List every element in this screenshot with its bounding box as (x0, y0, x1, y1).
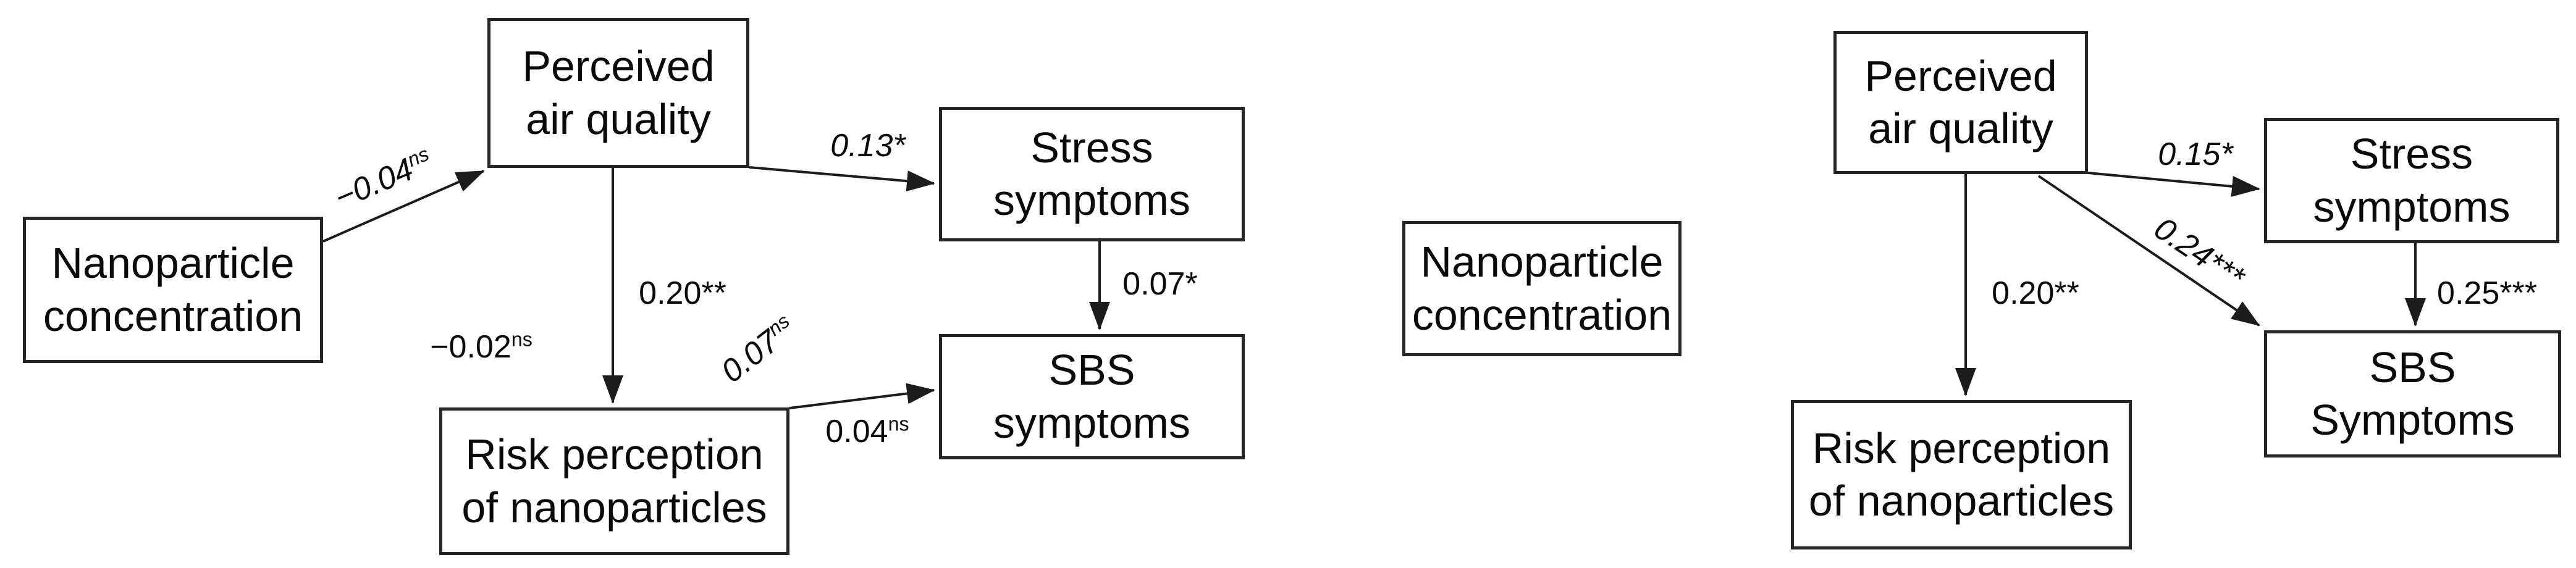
coef-value: 0.04 (825, 414, 888, 449)
edge-paq-to-stress-left (749, 166, 935, 192)
node-stress-symptoms-left: Stress symptoms (939, 107, 1245, 241)
node-perceived-air-quality-left: Perceived air quality (487, 18, 749, 168)
node-label-line: Stress (2350, 130, 2473, 178)
edge-nano-to-paq-left (322, 170, 485, 243)
coef-label-paq-stress-left: 0.13* (830, 127, 905, 164)
coef-label-nano-sbs-left: −0.02ns (430, 328, 532, 365)
coef-value: 0.20** (639, 275, 726, 311)
coef-label-stress-sbs-left: 0.07* (1122, 265, 1197, 303)
node-label-line: air quality (1868, 104, 2053, 152)
node-label-line: Risk perception (1812, 424, 2111, 472)
node-label-line: symptoms (993, 398, 1190, 447)
node-label-line: SBS (1048, 346, 1135, 395)
node-label-line: Perceived (1864, 51, 2057, 100)
coef-label-paq-risk-left: 0.20** (639, 275, 726, 312)
edge-paq-to-sbs-right (2037, 175, 2260, 327)
node-label-line: air quality (526, 94, 711, 143)
edge-risk-to-sbs-left (789, 383, 935, 409)
node-label-line: of nanoparticles (1808, 477, 2115, 525)
coef-value: 0.13* (830, 128, 906, 164)
coef-label-paq-stress-right: 0.15* (2158, 136, 2233, 173)
coef-value: 0.25*** (2437, 275, 2537, 311)
node-label-line: concentration (43, 291, 303, 340)
node-perceived-air-quality-right: Perceived air quality (1833, 31, 2088, 174)
coef-label-risk-sbs-left: 0.04ns (825, 413, 909, 450)
node-label-line: of nanoparticles (461, 483, 767, 532)
coef-value: 0.20** (1992, 275, 2079, 311)
coef-label-stress-sbs-right: 0.25*** (2437, 275, 2537, 312)
node-stress-symptoms-right: Stress symptoms (2264, 118, 2559, 243)
node-label-line: Perceived (522, 42, 715, 91)
node-label-line: symptoms (993, 176, 1190, 224)
node-risk-perception-right: Risk perception of nanoparticles (1791, 400, 2132, 549)
node-label-line: Nanoparticle (51, 239, 295, 288)
coef-value: 0.07* (1122, 266, 1198, 302)
node-label-line: concentration (1412, 290, 1672, 339)
node-label-line: Nanoparticle (1420, 238, 1664, 286)
edge-paq-to-stress-right (2087, 172, 2260, 197)
ns-superscript: ns (888, 412, 909, 435)
node-label-line: Symptoms (2310, 396, 2515, 444)
coef-label-paq-risk-right: 0.20** (1992, 275, 2079, 312)
node-nanoparticle-concentration-right: Nanoparticle concentration (1402, 221, 1682, 356)
coef-value: 0.15* (2158, 136, 2233, 172)
node-label-line: Stress (1030, 123, 1153, 172)
node-nanoparticle-concentration-left: Nanoparticle concentration (23, 217, 323, 363)
node-sbs-symptoms-right: SBS Symptoms (2264, 330, 2561, 457)
node-risk-perception-left: Risk perception of nanoparticles (439, 407, 789, 555)
node-sbs-symptoms-left: SBS symptoms (939, 334, 1245, 459)
ns-superscript: ns (511, 328, 532, 351)
node-label-line: Risk perception (465, 430, 764, 479)
node-label-line: symptoms (2313, 182, 2511, 231)
node-label-line: SBS (2369, 343, 2456, 391)
coef-value: −0.02 (430, 329, 511, 365)
